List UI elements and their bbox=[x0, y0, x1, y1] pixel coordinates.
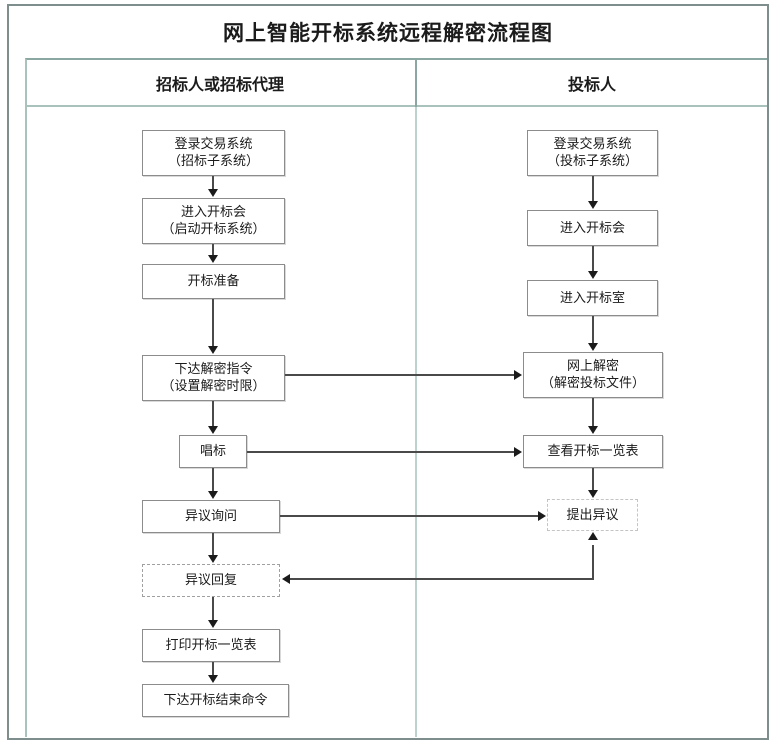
node-objection-inquiry[interactable]: 异议询问 bbox=[142, 500, 280, 533]
node-label-line2: （招标子系统） bbox=[167, 154, 259, 169]
node-issue-decryption-command[interactable]: 下达解密指令 （设置解密时限） bbox=[142, 355, 285, 401]
node-label-line1: 开标准备 bbox=[187, 274, 240, 289]
node-label-line2: （启动开标系统） bbox=[161, 222, 266, 237]
arrowhead-l4-l5 bbox=[208, 426, 218, 434]
connector-l5-l6 bbox=[212, 468, 214, 491]
connector-l8-l9 bbox=[212, 662, 214, 675]
arrowhead-r1-r2 bbox=[588, 201, 598, 209]
node-label-line1: 打印开标一览表 bbox=[165, 638, 257, 653]
node-enter-bid-opening-meeting-tenderer[interactable]: 进入开标会 （启动开标系统） bbox=[142, 198, 285, 244]
lane-header-bidder-label: 投标人 bbox=[567, 74, 616, 94]
arrowhead-r4-r5 bbox=[588, 426, 598, 434]
title-band: 网上智能开标系统远程解密流程图 bbox=[9, 6, 767, 57]
connector-r2-r3 bbox=[592, 246, 594, 271]
connector-r5-r6 bbox=[592, 468, 594, 491]
connector-r6-l7-vertical bbox=[592, 545, 594, 580]
arrowhead-l3-l4 bbox=[208, 346, 218, 354]
arrowhead-l5-l6 bbox=[208, 491, 218, 499]
connector-r3-r4 bbox=[592, 316, 594, 344]
connector-l6-r6 bbox=[280, 515, 539, 517]
arrowhead-l1-l2 bbox=[208, 189, 218, 197]
node-label-line1: 进入开标会 bbox=[180, 205, 246, 220]
node-issue-bid-opening-end-command[interactable]: 下达开标结束命令 bbox=[142, 684, 289, 717]
node-label-line1: 进入开标室 bbox=[559, 290, 625, 306]
arrowhead-l6-l7 bbox=[208, 555, 218, 563]
arrowhead-r6-l7 bbox=[282, 574, 290, 584]
node-login-trading-system-bidder[interactable]: 登录交易系统 （投标子系统） bbox=[527, 130, 658, 176]
node-enter-bid-opening-meeting-bidder[interactable]: 进入开标会 bbox=[527, 210, 658, 246]
node-online-decryption[interactable]: 网上解密 （解密投标文件） bbox=[523, 352, 663, 398]
lane-divider bbox=[415, 107, 417, 737]
connector-l2-l3 bbox=[212, 244, 214, 256]
arrowhead-l8-l9 bbox=[208, 675, 218, 683]
swimlane-header-row: 招标人或招标代理 投标人 bbox=[25, 58, 767, 107]
connector-l3-l4 bbox=[212, 299, 214, 346]
node-view-bid-opening-list[interactable]: 查看开标一览表 bbox=[523, 435, 663, 468]
node-label-line1: 唱标 bbox=[199, 444, 226, 459]
node-announce-bids[interactable]: 唱标 bbox=[179, 435, 247, 468]
connector-l4-l5 bbox=[212, 401, 214, 427]
connector-l1-l2 bbox=[212, 176, 214, 190]
connector-l4-r4 bbox=[285, 374, 515, 376]
connector-l7-l8 bbox=[212, 597, 214, 620]
arrowhead-r6-l7-up bbox=[588, 532, 598, 540]
connector-l5-r5 bbox=[247, 451, 515, 453]
node-label-line1: 下达开标结束命令 bbox=[163, 693, 268, 708]
node-raise-objection[interactable]: 提出异议 bbox=[547, 499, 638, 531]
node-label-line1: 登录交易系统 bbox=[553, 137, 632, 152]
arrowhead-r2-r3 bbox=[588, 271, 598, 279]
lane-header-tenderer-label: 招标人或招标代理 bbox=[155, 74, 284, 94]
node-login-trading-system-tenderer[interactable]: 登录交易系统 （招标子系统） bbox=[142, 130, 285, 176]
connector-r6-l7-horizontal bbox=[290, 578, 594, 580]
page-title: 网上智能开标系统远程解密流程图 bbox=[223, 20, 553, 45]
arrowhead-r5-r6 bbox=[588, 490, 598, 498]
node-label-line2: （设置解密时限） bbox=[161, 379, 266, 394]
node-label-line1: 异议回复 bbox=[184, 573, 237, 588]
swimlane-table bbox=[25, 58, 767, 737]
node-label-line1: 下达解密指令 bbox=[174, 362, 253, 377]
node-label-line2: （解密投标文件） bbox=[540, 376, 645, 391]
arrowhead-l2-l3 bbox=[208, 255, 218, 263]
connector-r4-r5 bbox=[592, 398, 594, 427]
node-bid-opening-preparation[interactable]: 开标准备 bbox=[142, 264, 285, 299]
node-objection-reply[interactable]: 异议回复 bbox=[142, 564, 280, 597]
arrowhead-l7-l8 bbox=[208, 620, 218, 628]
lane-header-tenderer: 招标人或招标代理 bbox=[25, 58, 415, 107]
arrowhead-l5-r5 bbox=[514, 447, 522, 457]
node-label-line1: 查看开标一览表 bbox=[547, 444, 639, 459]
node-label-line1: 提出异议 bbox=[566, 507, 619, 523]
node-enter-bid-opening-room[interactable]: 进入开标室 bbox=[527, 280, 658, 316]
node-label-line1: 异议询问 bbox=[184, 509, 237, 524]
node-label-line1: 进入开标会 bbox=[559, 220, 625, 236]
node-label-line1: 网上解密 bbox=[566, 359, 619, 374]
connector-l6-l7 bbox=[212, 533, 214, 555]
arrowhead-r3-r4 bbox=[588, 343, 598, 351]
node-label-line1: 登录交易系统 bbox=[174, 137, 253, 152]
node-print-bid-opening-list[interactable]: 打印开标一览表 bbox=[142, 629, 280, 662]
connector-r1-r2 bbox=[592, 176, 594, 202]
lane-header-bidder: 投标人 bbox=[415, 58, 767, 107]
arrowhead-l4-r4 bbox=[514, 370, 522, 380]
arrowhead-l6-r6 bbox=[538, 511, 546, 521]
node-label-line2: （投标子系统） bbox=[546, 154, 638, 169]
